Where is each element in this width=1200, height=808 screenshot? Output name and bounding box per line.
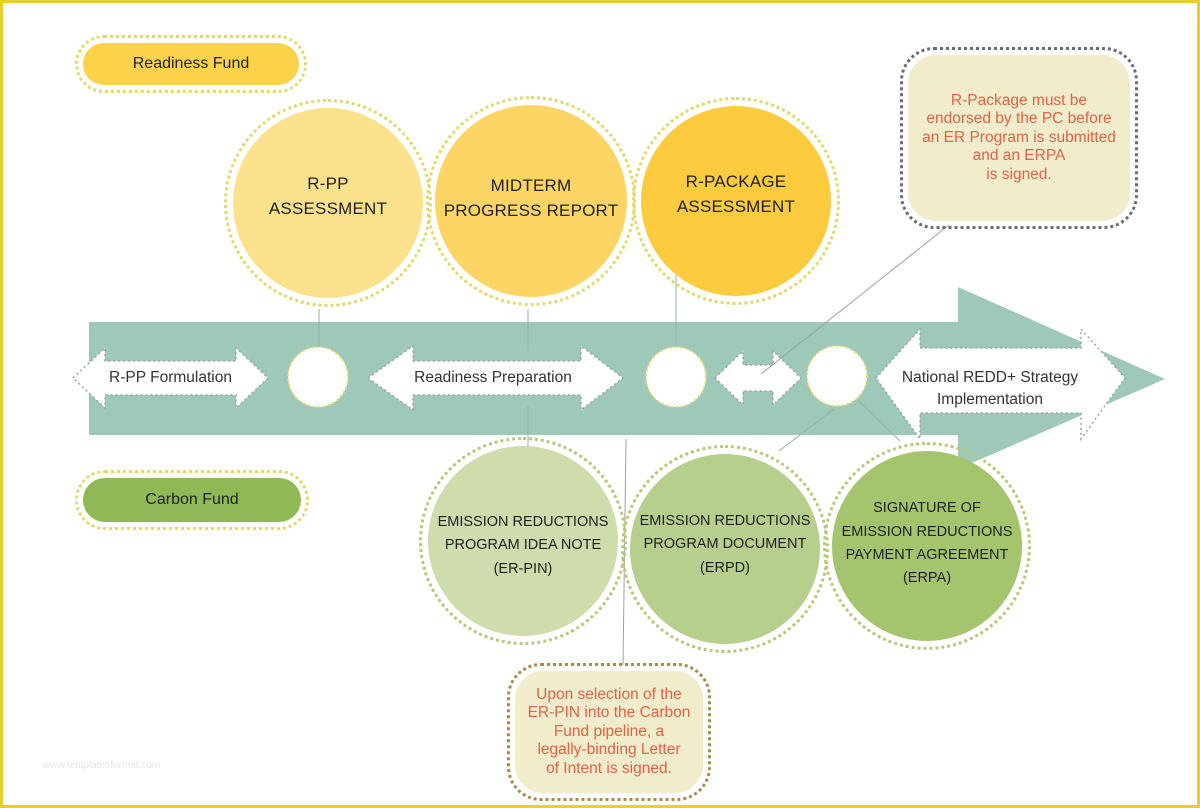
note-rpackage-endorsement: R-Package must be endorsed by the PC bef… [900, 47, 1138, 229]
marker-rpackage [645, 346, 707, 408]
stage-arrow-short [713, 349, 803, 407]
milestone-rpp-assessment-label: R-PP ASSESSMENT [268, 174, 388, 218]
milestone-er-pin-label: EMISSION REDUCTIONS PROGRAM IDEA NOTE (E… [437, 513, 609, 577]
watermark: www.templatesformat.com [43, 760, 161, 771]
stage-label-national-strategy: National REDD+ Strategy Implementation [901, 369, 1079, 409]
marker-rpp [287, 346, 349, 408]
stage-arrow-rpp-formulation [71, 346, 270, 410]
milestone-rpp-assessment: R-PP ASSESSMENT [224, 99, 432, 307]
stage-label-rpp-formulation: R-PP Formulation [109, 369, 232, 386]
note-erpin-selection: Upon selection of the ER-PIN into the Ca… [507, 663, 711, 801]
milestone-erpd: EMISSION REDUCTIONS PROGRAM DOCUMENT (ER… [621, 445, 829, 653]
marker-erpd [806, 345, 868, 407]
milestone-er-pin: EMISSION REDUCTIONS PROGRAM IDEA NOTE (E… [419, 437, 627, 645]
milestone-midterm-report: MIDTERM PROGRESS REPORT [426, 96, 636, 306]
stage-arrow-national [875, 327, 1126, 442]
carbon-fund-label: Carbon Fund [75, 470, 309, 530]
milestone-midterm-report-label: MIDTERM PROGRESS REPORT [443, 176, 619, 220]
milestone-markers [287, 345, 868, 408]
stage-label-readiness-preparation: Readiness Preparation [414, 369, 572, 386]
readiness-fund-label: Readiness Fund [75, 35, 307, 93]
timeline-band-arrow [89, 287, 1165, 469]
milestone-rpackage-assessment-label: R-PACKAGE ASSESSMENT [676, 172, 796, 216]
milestone-rpackage-assessment: R-PACKAGE ASSESSMENT [632, 97, 840, 305]
stage-arrow-readiness [366, 344, 625, 412]
milestone-erpa: SIGNATURE OF EMISSION REDUCTIONS PAYMENT… [823, 442, 1031, 650]
timeline-graphics [71, 224, 1165, 666]
milestone-erpd-label: EMISSION REDUCTIONS PROGRAM DOCUMENT (ER… [639, 512, 811, 576]
milestone-erpa-label: SIGNATURE OF EMISSION REDUCTIONS PAYMENT… [841, 500, 1013, 587]
